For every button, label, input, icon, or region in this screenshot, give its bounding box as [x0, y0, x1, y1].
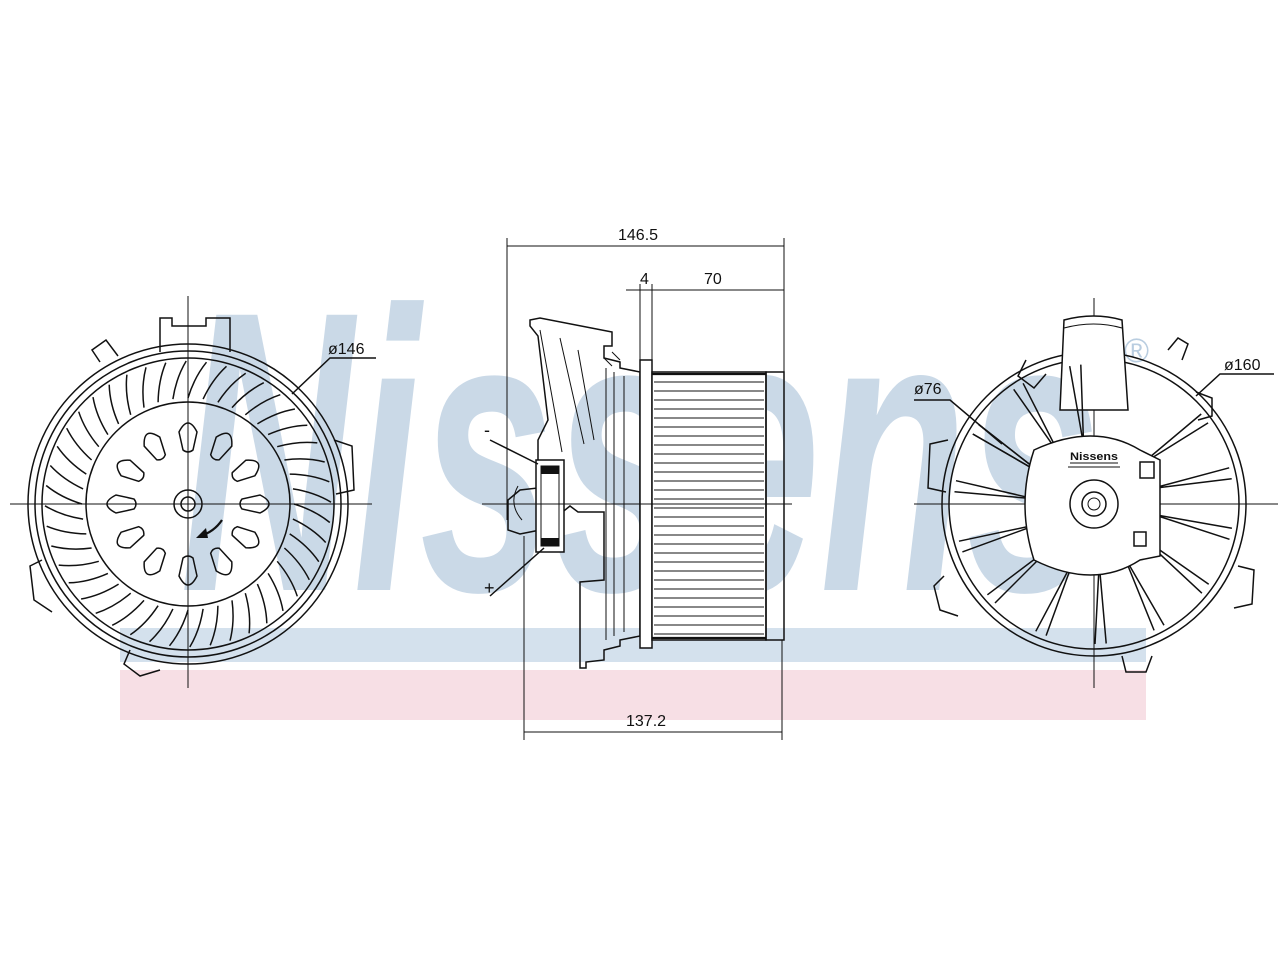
- rear-view-motor: Nissens ø76 ø160: [914, 298, 1278, 688]
- vent-slot-outline: [231, 459, 260, 483]
- impeller-blade: [172, 360, 187, 400]
- fan-diameter-label: ø146: [328, 341, 365, 358]
- impeller-blade: [231, 382, 265, 409]
- body-length-label: 137.2: [626, 713, 666, 730]
- impeller-blade: [256, 583, 268, 624]
- vent-slot-outline: [178, 422, 198, 453]
- front-view-impeller: ø146: [10, 296, 376, 688]
- impeller-blade: [68, 572, 109, 584]
- housing-spoke: [1152, 513, 1233, 541]
- brand-watermark: Nissens ®: [120, 228, 1149, 720]
- impeller-blade: [276, 441, 318, 448]
- hub-vent-slots: [106, 422, 270, 586]
- impeller-blade: [187, 361, 208, 399]
- vent-slot: [209, 432, 233, 461]
- impeller-blade: [284, 458, 325, 463]
- impeller-blade: [111, 599, 145, 626]
- vent-slot: [106, 494, 137, 514]
- positive-terminal-label: +: [484, 578, 495, 598]
- impeller-blade: [289, 533, 320, 563]
- impeller-blade: [292, 518, 327, 544]
- vent-slot-outline: [209, 547, 233, 576]
- impeller-blade: [148, 608, 174, 643]
- watermark-band-blue: [120, 628, 1146, 662]
- impeller-blades: [44, 360, 332, 648]
- impeller-blade: [217, 372, 247, 403]
- impeller-blade: [51, 545, 92, 550]
- vent-slot: [116, 525, 145, 549]
- side-view-profile: 146.5 4 70 - + 137.: [482, 227, 792, 740]
- impeller-blade: [244, 393, 281, 416]
- vent-slot-outline: [143, 547, 167, 576]
- impeller-blade: [56, 445, 87, 475]
- impeller-blade: [209, 605, 219, 646]
- impeller-blade: [276, 560, 299, 597]
- fan-width-label: 70: [704, 271, 722, 288]
- impeller-blade: [129, 605, 159, 636]
- housing-diameter-label: ø160: [1224, 357, 1261, 374]
- impeller-blade: [257, 408, 296, 425]
- vent-slot-outline: [116, 525, 145, 549]
- impeller-blade: [229, 600, 234, 641]
- vent-slot: [178, 555, 198, 586]
- vent-slot-outline: [209, 432, 233, 461]
- impeller-blade: [157, 362, 167, 403]
- impeller-blade: [292, 488, 332, 503]
- vent-slot: [143, 432, 167, 461]
- impeller-blade: [108, 384, 120, 425]
- vent-slot: [116, 459, 145, 483]
- impeller-blade: [283, 547, 310, 581]
- impeller-blade: [45, 484, 83, 505]
- watermark-band-pink: [120, 670, 1146, 720]
- total-length-label: 146.5: [618, 227, 658, 244]
- flange-thickness-label: 4: [640, 271, 649, 288]
- vent-slot: [209, 547, 233, 576]
- impeller-blade: [46, 525, 87, 535]
- housing-spoke: [954, 479, 1035, 500]
- impeller-blade: [267, 573, 284, 612]
- vent-slot: [231, 525, 260, 549]
- impeller-blade: [267, 424, 308, 436]
- housing-spoke: [1068, 364, 1085, 446]
- vent-slot: [143, 547, 167, 576]
- vent-slot: [178, 422, 198, 453]
- nameplate-label: Nissens: [1070, 451, 1118, 463]
- impeller-blade: [202, 365, 228, 400]
- registered-mark: ®: [1124, 332, 1149, 370]
- vent-slot: [239, 494, 270, 514]
- impeller-blade: [293, 503, 331, 524]
- vent-slot-outline: [231, 525, 260, 549]
- vent-slot-outline: [143, 432, 167, 461]
- impeller-blade: [95, 592, 132, 615]
- impeller-blade: [142, 367, 147, 408]
- impeller-blade: [80, 583, 119, 600]
- impeller-blade: [289, 473, 330, 483]
- impeller-blade: [44, 505, 84, 520]
- impeller-blade: [168, 609, 189, 647]
- vent-slot-outline: [178, 555, 198, 586]
- housing-spoke: [1151, 467, 1232, 490]
- impeller-blade: [77, 411, 100, 448]
- impeller-blade: [58, 560, 100, 567]
- impeller-blade: [125, 374, 132, 416]
- vent-slot-outline: [116, 459, 145, 483]
- hub-diameter-label: ø76: [914, 381, 942, 398]
- housing-spoke: [1094, 563, 1107, 645]
- impeller-blade: [66, 427, 93, 461]
- impeller-blade: [92, 396, 109, 435]
- negative-terminal-label: -: [484, 420, 490, 440]
- fan-fin-lines: [654, 381, 764, 635]
- impeller-blade: [244, 592, 251, 634]
- vent-slot-outline: [106, 494, 137, 514]
- vent-slot: [231, 459, 260, 483]
- impeller-blade: [49, 464, 84, 490]
- housing-spoke: [958, 523, 1038, 553]
- impeller-blade: [189, 608, 204, 648]
- housing-spoke: [1123, 555, 1165, 631]
- vent-slot-outline: [239, 494, 270, 514]
